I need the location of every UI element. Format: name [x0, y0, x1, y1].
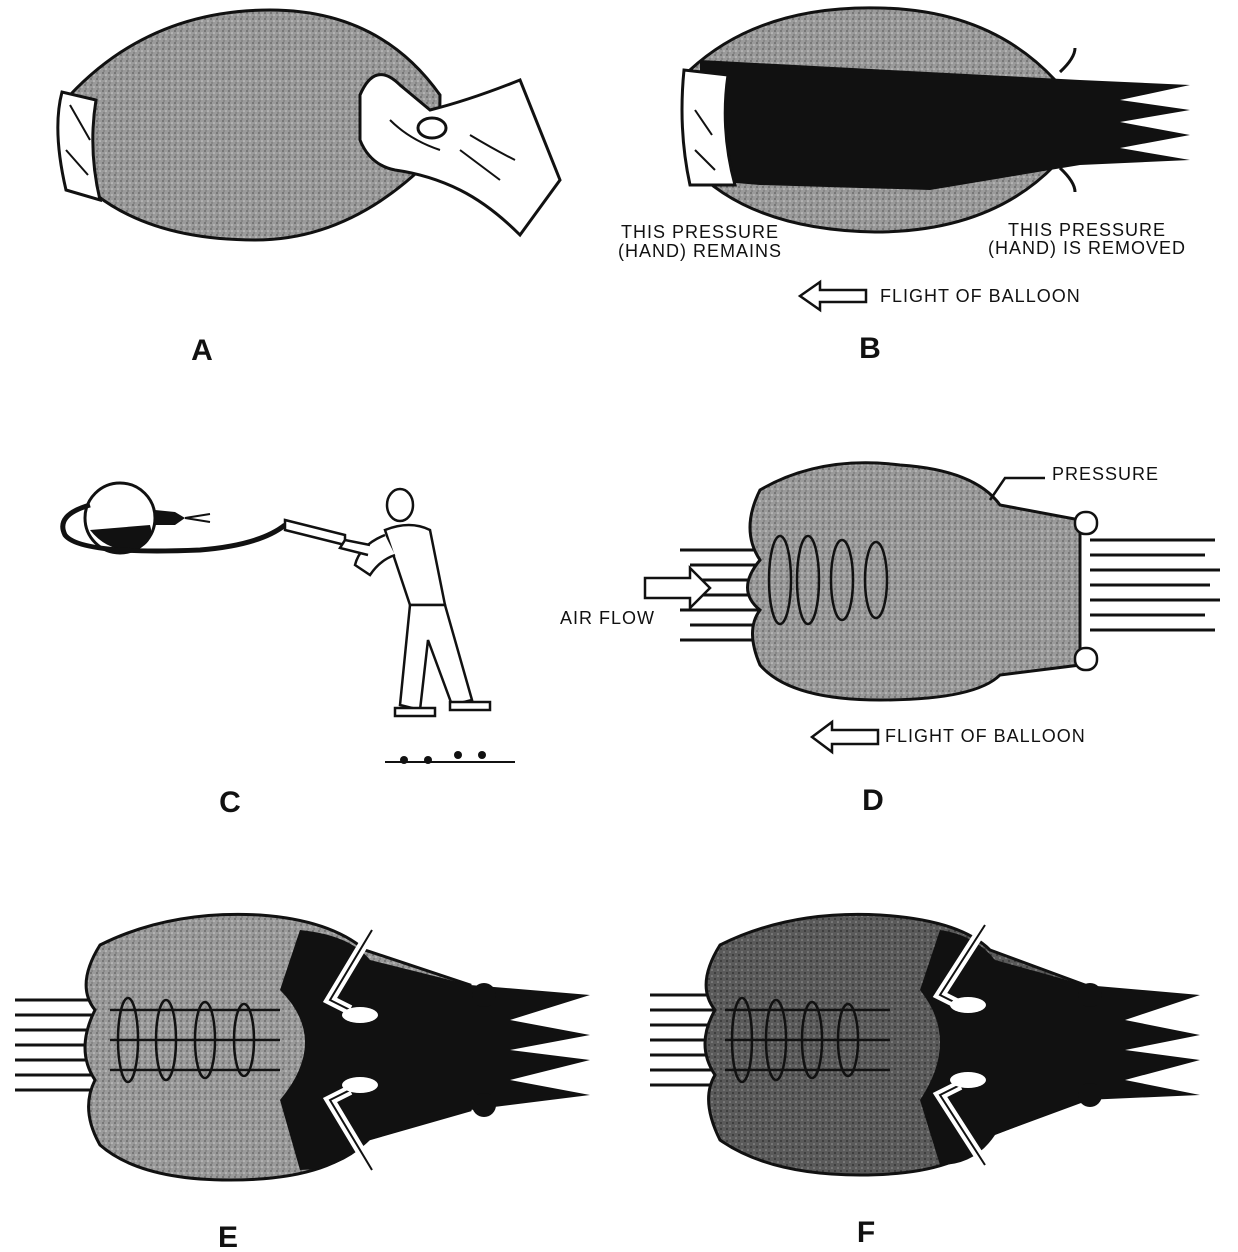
- left-hand-b: [682, 70, 735, 185]
- escaping-air-b: [700, 60, 1190, 190]
- panel-letter-b: B: [859, 332, 881, 365]
- panel-letter-e: E: [218, 1221, 238, 1252]
- panel-letter-c: C: [219, 786, 241, 819]
- panel-d: PRESSURE AIR FLOW FLIGHT OF BALLOON D: [560, 463, 1220, 817]
- right-hand-a: [360, 75, 560, 235]
- flight-label-b: FLIGHT OF BALLOON: [880, 286, 1081, 306]
- flight-arrow-d: [812, 722, 878, 752]
- airflow-label: AIR FLOW: [560, 608, 655, 628]
- panel-e: E: [15, 914, 590, 1252]
- panel-c: C: [63, 483, 515, 819]
- pressure-label: PRESSURE: [1052, 464, 1159, 484]
- exhaust-streaks-d: [1090, 540, 1220, 630]
- airflow-arrow: [645, 568, 710, 608]
- panel-b: THIS PRESSURE (HAND) REMAINS THIS PRESSU…: [618, 8, 1190, 365]
- panel-letter-f: F: [857, 1216, 875, 1249]
- left-note-line1: THIS PRESSURE: [621, 222, 779, 242]
- left-note-line2: (HAND) REMAINS: [618, 241, 782, 261]
- flight-label-d: FLIGHT OF BALLOON: [885, 726, 1086, 746]
- panel-letter-a: A: [191, 334, 213, 367]
- right-note-line2: (HAND) IS REMOVED: [988, 238, 1186, 258]
- exhaust-mass-e: [280, 930, 590, 1170]
- man-figure: [340, 489, 490, 716]
- panel-letter-d: D: [862, 784, 884, 817]
- flight-arrow-b: [800, 282, 866, 310]
- left-hand-a: [58, 92, 100, 200]
- panel-a: A: [58, 10, 560, 367]
- panel-f: F: [650, 914, 1200, 1249]
- right-note-line1: THIS PRESSURE: [1008, 220, 1166, 240]
